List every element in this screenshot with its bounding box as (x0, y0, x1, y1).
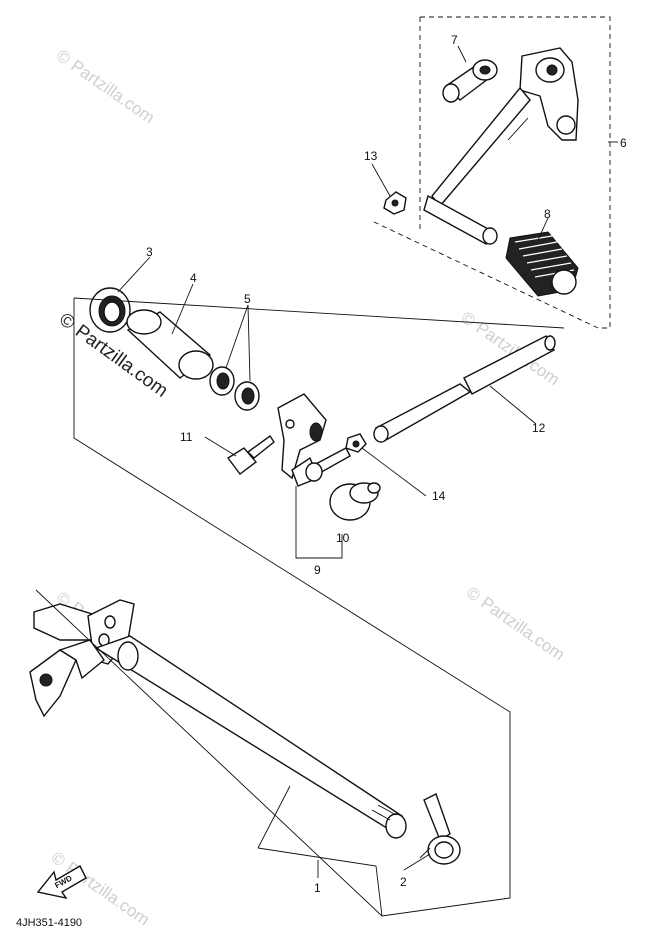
callout-5: 5 (244, 292, 251, 306)
part-14-bolt-nut (305, 433, 367, 482)
svg-text:Partzilla.com: Partzilla.com (67, 56, 158, 127)
svg-text:©: © (55, 309, 79, 334)
callout-8: 8 (544, 207, 551, 221)
part-11-bolt (226, 435, 275, 475)
part-13-nut (383, 191, 407, 215)
part-2-spring (419, 793, 461, 865)
pedal-assembly-boundary (371, 16, 611, 329)
diagram-code: 4JH351-4190 (16, 917, 82, 929)
callout-9: 9 (314, 563, 321, 577)
part-12-shift-rod (373, 335, 556, 443)
callout-6: 6 (620, 136, 627, 150)
part-7-pivot-bushing (442, 59, 498, 103)
watermark-lower-right: © Partzilla.com (463, 583, 568, 665)
watermarks: © Partzilla.com © Partzilla.com © Partzi… (48, 46, 568, 930)
callout-7: 7 (451, 33, 458, 47)
callout-1: 1 (314, 881, 321, 895)
fwd-arrow-icon: FWD (36, 865, 87, 900)
watermark-top-left: © Partzilla.com (53, 46, 158, 128)
callout-12: 12 (532, 421, 546, 435)
part-10-rod-end (329, 482, 381, 521)
callout-4: 4 (190, 271, 197, 285)
part-8-pedal-rubber (505, 231, 579, 297)
part-5-bearings (209, 366, 260, 411)
callouts: 3 4 5 6 7 8 13 11 14 12 10 9 1 2 (146, 33, 627, 895)
leader-lines (35, 45, 618, 917)
part-1-shift-shaft (29, 599, 407, 839)
part-6-shift-pedal (423, 47, 579, 245)
callout-13: 13 (364, 149, 378, 163)
callout-11: 11 (180, 430, 193, 444)
svg-text:Partzilla.com: Partzilla.com (477, 593, 568, 664)
part-3-oil-seal (89, 287, 131, 333)
callout-3: 3 (146, 245, 153, 259)
part-4-collar (126, 309, 214, 380)
callout-14: 14 (432, 489, 446, 503)
callout-2: 2 (400, 875, 407, 889)
callout-10: 10 (336, 531, 350, 545)
